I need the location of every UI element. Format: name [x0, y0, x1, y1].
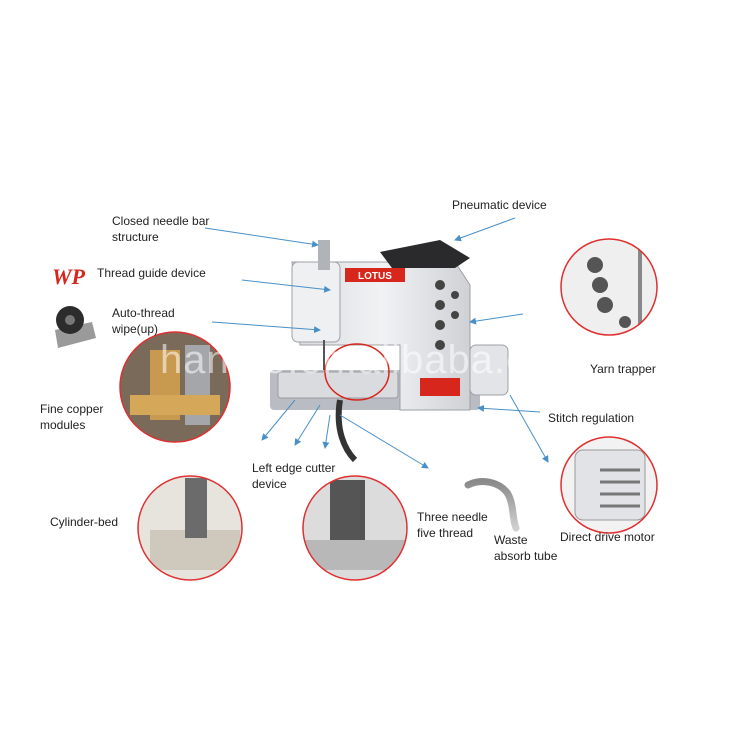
pneumatic-tube [335, 399, 358, 463]
needle-bar [318, 240, 330, 270]
lotus-logo-small [420, 378, 460, 396]
machine-top-cover [380, 240, 470, 268]
wp-logo: WP [52, 264, 85, 289]
highlight-ring [324, 343, 390, 401]
lotus-logo: LOTUS [358, 271, 392, 282]
sewing-machine: LOTUS [270, 240, 509, 463]
callout-arrows [204, 217, 549, 469]
waste-absorb-tube-icon [464, 478, 520, 532]
watermark: hanmo.en.alibaba.com [160, 338, 585, 382]
label-pneumatic: Pneumatic device [452, 198, 547, 212]
label-direct-drive: Direct drive motor [560, 530, 655, 544]
detail-cylinder-bed [137, 475, 243, 581]
label-thread-guide: Thread guide device [97, 266, 206, 280]
auto-thread-wipe-part [55, 306, 96, 348]
label-yarn-trapper: Yarn trapper [590, 362, 656, 376]
label-closed-needle-bar: Closed needle bar structure [112, 214, 210, 244]
label-auto-thread: Auto-thread wipe(up) [112, 306, 175, 336]
cylinder-bed-arm [277, 371, 399, 399]
label-waste-tube: Waste absorb tube [494, 533, 558, 563]
detail-fine-copper [119, 331, 231, 443]
label-left-edge-cutter: Left edge cutter device [252, 461, 336, 491]
label-stitch-regulation: Stitch regulation [548, 411, 635, 425]
label-fine-copper: Fine copper modules [40, 402, 104, 432]
label-cylinder-bed: Cylinder-bed [50, 515, 119, 529]
lotus-logo-plate [345, 268, 405, 282]
detail-edge-cutter [302, 475, 408, 581]
label-three-needle: Three needle five thread [417, 510, 488, 540]
drive-motor [469, 344, 509, 396]
detail-yarn-trapper [560, 238, 658, 336]
detail-direct-drive-motor [560, 436, 658, 534]
machine-head [291, 261, 341, 343]
thread-tension-assembly [435, 280, 459, 350]
